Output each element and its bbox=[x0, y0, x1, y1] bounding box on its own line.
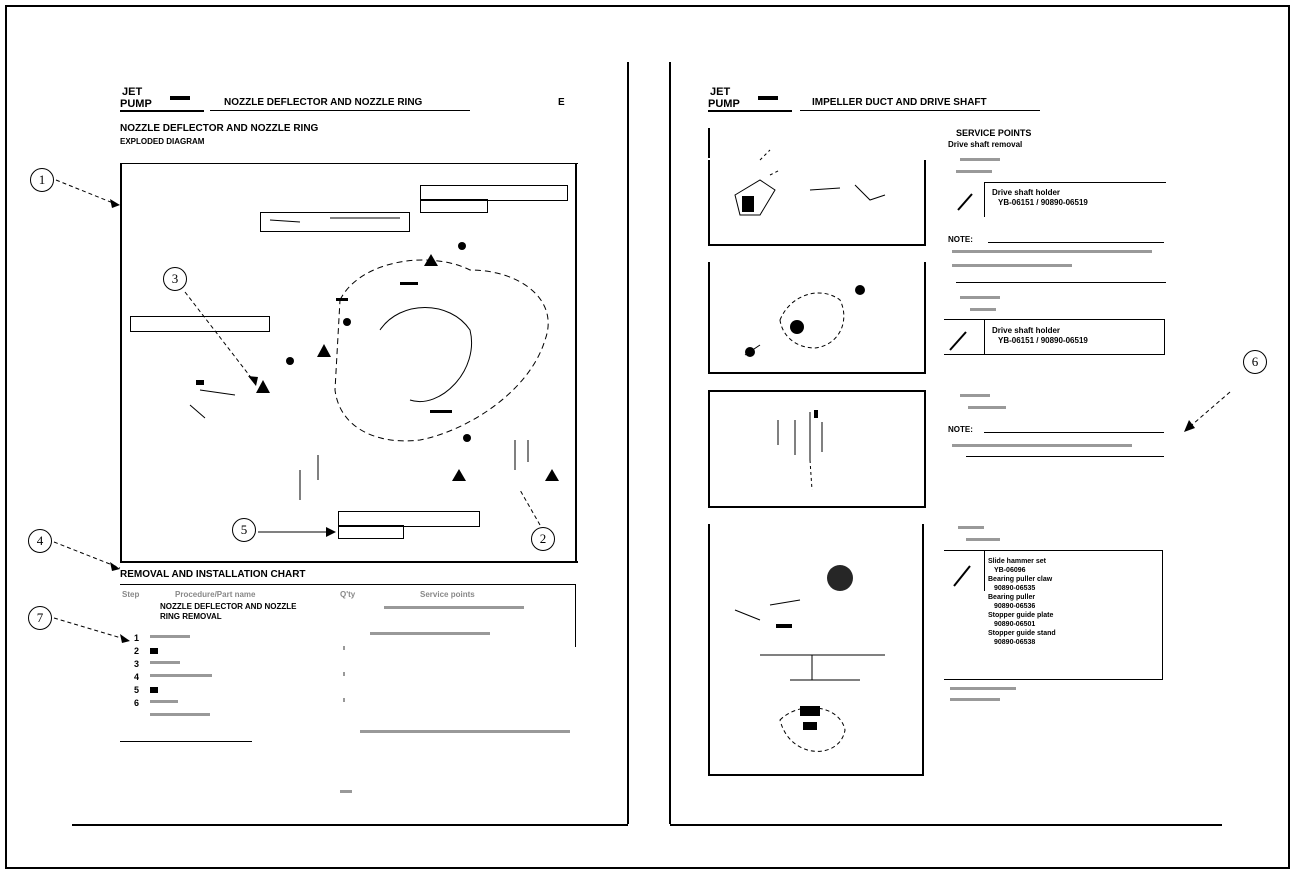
toolbox-2-line2: YB-06151 / 90890-06519 bbox=[998, 336, 1088, 345]
callout-5: 5 bbox=[232, 518, 256, 542]
tool-item-5: Bearing puller bbox=[988, 594, 1036, 601]
toolbox-3 bbox=[944, 550, 1163, 680]
torque-spec-box-4 bbox=[338, 511, 480, 527]
note-1-rule bbox=[988, 242, 1164, 243]
callout-6: 6 bbox=[1243, 350, 1267, 374]
chart-row-2: 2 bbox=[134, 646, 140, 656]
service-points-title: SERVICE POINTS bbox=[956, 128, 1032, 138]
tool-item-3: Bearing puller claw bbox=[988, 576, 1053, 583]
callout-3: 3 bbox=[163, 267, 187, 291]
toolbox-1-line2: YB-06151 / 90890-06519 bbox=[998, 198, 1088, 207]
section-title: NOZZLE DEFLECTOR AND NOZZLE RING bbox=[120, 123, 319, 134]
torque-spec-box-3 bbox=[130, 316, 270, 332]
toolbox-2-line1: Drive shaft holder bbox=[992, 326, 1061, 335]
exploded-diagram-frame bbox=[120, 163, 578, 563]
torque-spec-box-1 bbox=[420, 185, 568, 201]
logo-text-jet-right: JET bbox=[710, 86, 731, 98]
chart-main-item: NOZZLE DEFLECTOR AND NOZZLE RING REMOVAL bbox=[160, 602, 297, 621]
torque-spec-box-1b bbox=[420, 199, 488, 213]
chart-header-procedure: Procedure/Part name bbox=[175, 590, 256, 599]
chart-row-5: 5 bbox=[134, 685, 140, 695]
chart-row-1: 1 bbox=[134, 633, 140, 643]
note-2-end-rule bbox=[966, 456, 1164, 457]
chart-rows: 1 2 3 4 5 6 bbox=[134, 632, 139, 710]
service-points-subtitle: Drive shaft removal bbox=[948, 140, 1023, 149]
figure-panel-2 bbox=[708, 262, 926, 374]
logo-text-jet: JET bbox=[122, 86, 143, 98]
chart-top-rule bbox=[120, 584, 576, 585]
callout-2: 2 bbox=[531, 527, 555, 551]
toolbox-2 bbox=[944, 319, 1165, 355]
tool-item-8: 90890-06501 bbox=[994, 621, 1036, 628]
figure-panel-1 bbox=[708, 160, 926, 246]
tool-item-9: Stopper guide stand bbox=[988, 630, 1056, 637]
tool-item-7: Stopper guide plate bbox=[988, 612, 1054, 619]
right-header-rule bbox=[800, 110, 1040, 111]
note-1-end-rule bbox=[956, 282, 1166, 283]
section-subtitle: EXPLODED DIAGRAM bbox=[120, 137, 205, 146]
header-page-mark: E bbox=[558, 97, 565, 108]
chart-right-rule bbox=[575, 585, 576, 647]
tool-item-1: Slide hammer set bbox=[988, 558, 1046, 565]
toolbox-1-top bbox=[984, 182, 1166, 183]
tool-item-6: 90890-06536 bbox=[994, 603, 1036, 610]
tool-list: Slide hammer set YB-06096 Bearing puller… bbox=[988, 557, 1056, 647]
page-frame bbox=[5, 5, 1290, 869]
callout-4: 4 bbox=[28, 529, 52, 553]
chart-bottom-rule bbox=[120, 741, 252, 742]
logo-text-pump: PUMP bbox=[120, 98, 152, 110]
right-page-left-edge bbox=[669, 62, 671, 824]
toolbox-1-divider bbox=[984, 183, 985, 217]
logo-text-pump-right: PUMP bbox=[708, 98, 740, 110]
left-page-bottom-rule bbox=[72, 824, 628, 826]
note-2: NOTE: bbox=[948, 425, 973, 434]
toolbox-3-divider bbox=[984, 551, 985, 591]
chart-row-6: 6 bbox=[134, 698, 140, 708]
toolbox-1-line1: Drive shaft holder bbox=[992, 188, 1061, 197]
note-1: NOTE: bbox=[948, 235, 973, 244]
header-title: NOZZLE DEFLECTOR AND NOZZLE RING bbox=[224, 97, 423, 108]
toolbox-2-divider bbox=[984, 320, 985, 354]
chart-header-qty: Q'ty bbox=[340, 590, 356, 599]
torque-spec-box-4b bbox=[338, 525, 404, 539]
figure-panel-1-top bbox=[708, 128, 710, 158]
chart-row-3: 3 bbox=[134, 659, 140, 669]
chart-header-order: Step bbox=[122, 590, 140, 599]
tool-item-10: 90890-06538 bbox=[994, 639, 1036, 646]
chart-title: REMOVAL AND INSTALLATION CHART bbox=[120, 569, 306, 580]
chart-row-4: 4 bbox=[134, 672, 140, 682]
header-rule bbox=[210, 110, 470, 111]
figure-panel-3 bbox=[708, 390, 926, 508]
tool-item-2: YB-06096 bbox=[994, 567, 1026, 574]
callout-1: 1 bbox=[30, 168, 54, 192]
jet-pump-logo-right: JET PUMP bbox=[708, 86, 792, 112]
note-2-rule bbox=[984, 432, 1164, 433]
jet-pump-logo: JET PUMP bbox=[120, 86, 204, 112]
figure-panel-4 bbox=[708, 524, 924, 776]
left-page-right-edge bbox=[627, 62, 629, 824]
diagram-frame-right bbox=[575, 163, 577, 561]
right-header-title: IMPELLER DUCT AND DRIVE SHAFT bbox=[812, 97, 987, 108]
tool-item-4: 90890-06535 bbox=[994, 585, 1036, 592]
torque-spec-box-2 bbox=[260, 212, 410, 232]
chart-header-remarks: Service points bbox=[420, 590, 475, 599]
right-page-bottom-rule bbox=[670, 824, 1222, 826]
callout-7: 7 bbox=[28, 606, 52, 630]
